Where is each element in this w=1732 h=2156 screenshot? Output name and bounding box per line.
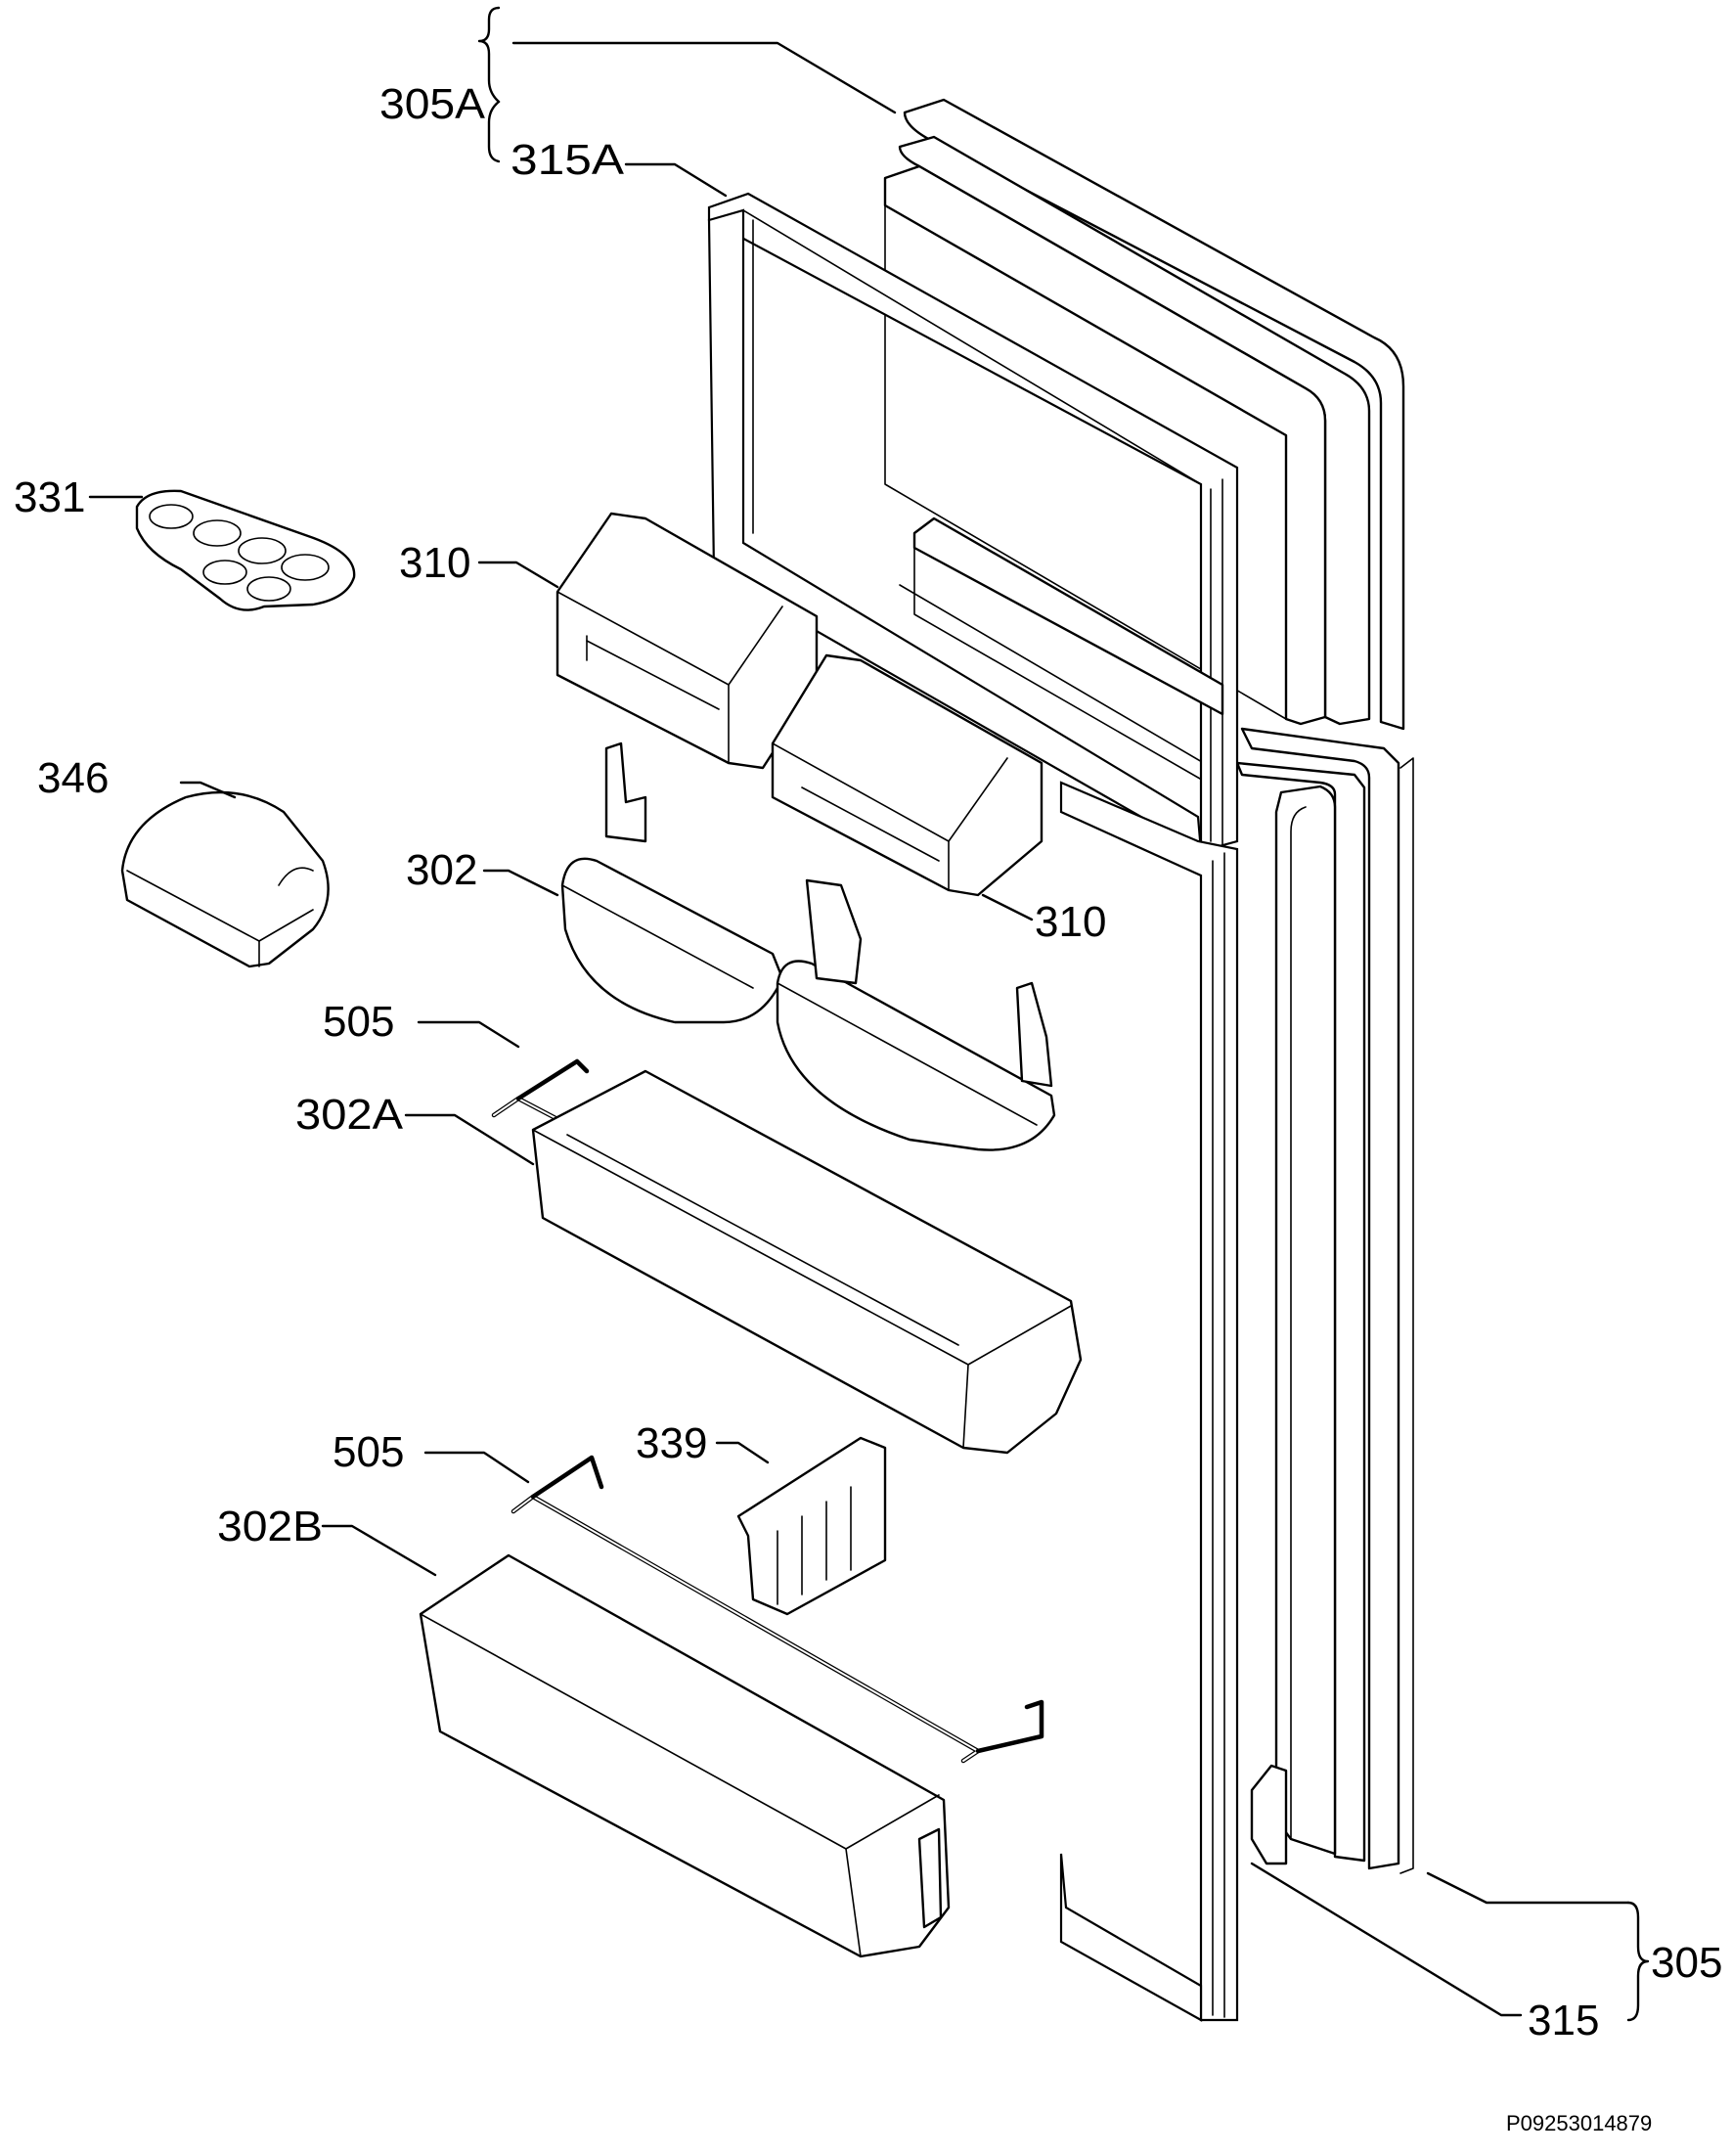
leader-lines [88,6,1650,2022]
dairy-compartment-lower [771,653,1044,897]
label-315A: 315A [511,136,625,184]
lower-door-panel [1235,727,1414,1874]
butter-dish-part [120,790,330,968]
label-346: 346 [37,754,109,802]
door-shelf-small-right [776,878,1056,1151]
label-339: 339 [636,1419,707,1467]
bottle-guard-wire-lower [511,1455,1044,1764]
label-310-top: 310 [399,539,470,587]
door-shelf-wide-302A [531,1069,1083,1455]
door-shelf-small-left [560,741,784,1024]
label-302B: 302B [217,1503,323,1550]
bottle-divider-part [736,1436,887,1616]
label-505-top: 505 [323,998,394,1046]
label-310-bottom: 310 [1035,898,1106,946]
part-labels: 305A 315A 331 310 346 302 310 505 302A 5… [14,80,1722,2135]
label-305: 305 [1651,1939,1722,1987]
dairy-compartment-upper [555,512,819,770]
label-505-bottom: 505 [333,1428,404,1476]
label-305A: 305A [379,80,486,128]
reference-number: P09253014879 [1506,2111,1652,2135]
label-331: 331 [14,473,85,521]
lower-gasket [1059,781,1239,2022]
door-shelf-large-302B [419,1553,951,1958]
label-302: 302 [406,846,477,894]
upper-door-inner-tray [912,517,1224,716]
label-302A: 302A [295,1091,404,1139]
label-315: 315 [1528,1997,1599,2044]
upper-gasket [707,192,1239,853]
egg-tray-part [135,489,356,611]
